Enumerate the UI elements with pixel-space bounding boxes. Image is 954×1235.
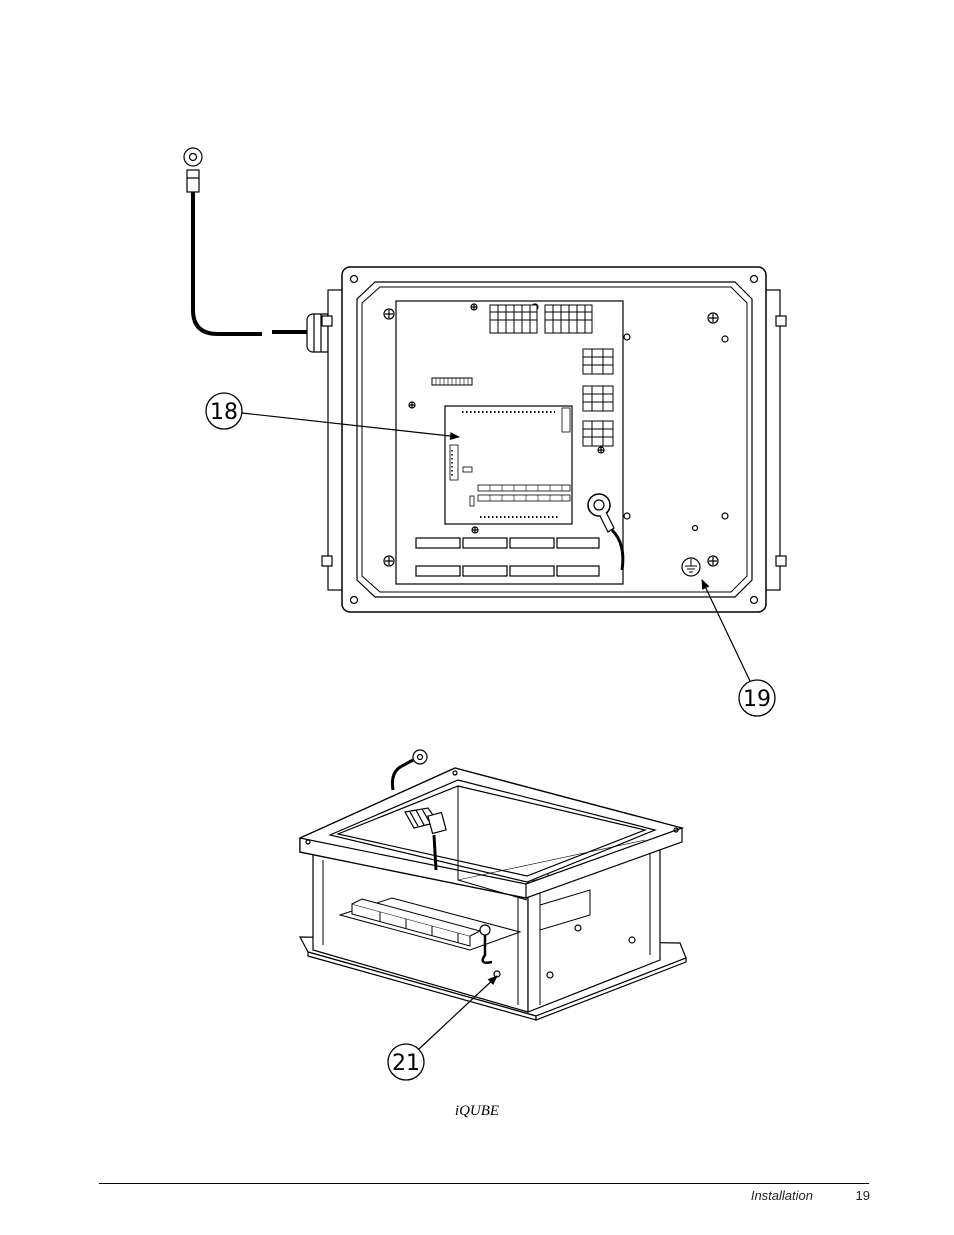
callout-18-label: 18 <box>210 400 238 425</box>
figure-caption: iQUBE <box>0 1103 954 1120</box>
right-terminal-blocks <box>583 349 613 446</box>
page-number: 19 <box>840 1188 870 1203</box>
footer-section-title: Installation <box>600 1188 813 1203</box>
enclosure-top-view <box>184 148 786 612</box>
footer-rule <box>99 1183 869 1184</box>
cpu-board <box>445 406 572 524</box>
earth-ground-icon <box>682 558 700 576</box>
callout-21-label: 21 <box>392 1051 420 1076</box>
callout-19-label: 19 <box>743 687 771 712</box>
